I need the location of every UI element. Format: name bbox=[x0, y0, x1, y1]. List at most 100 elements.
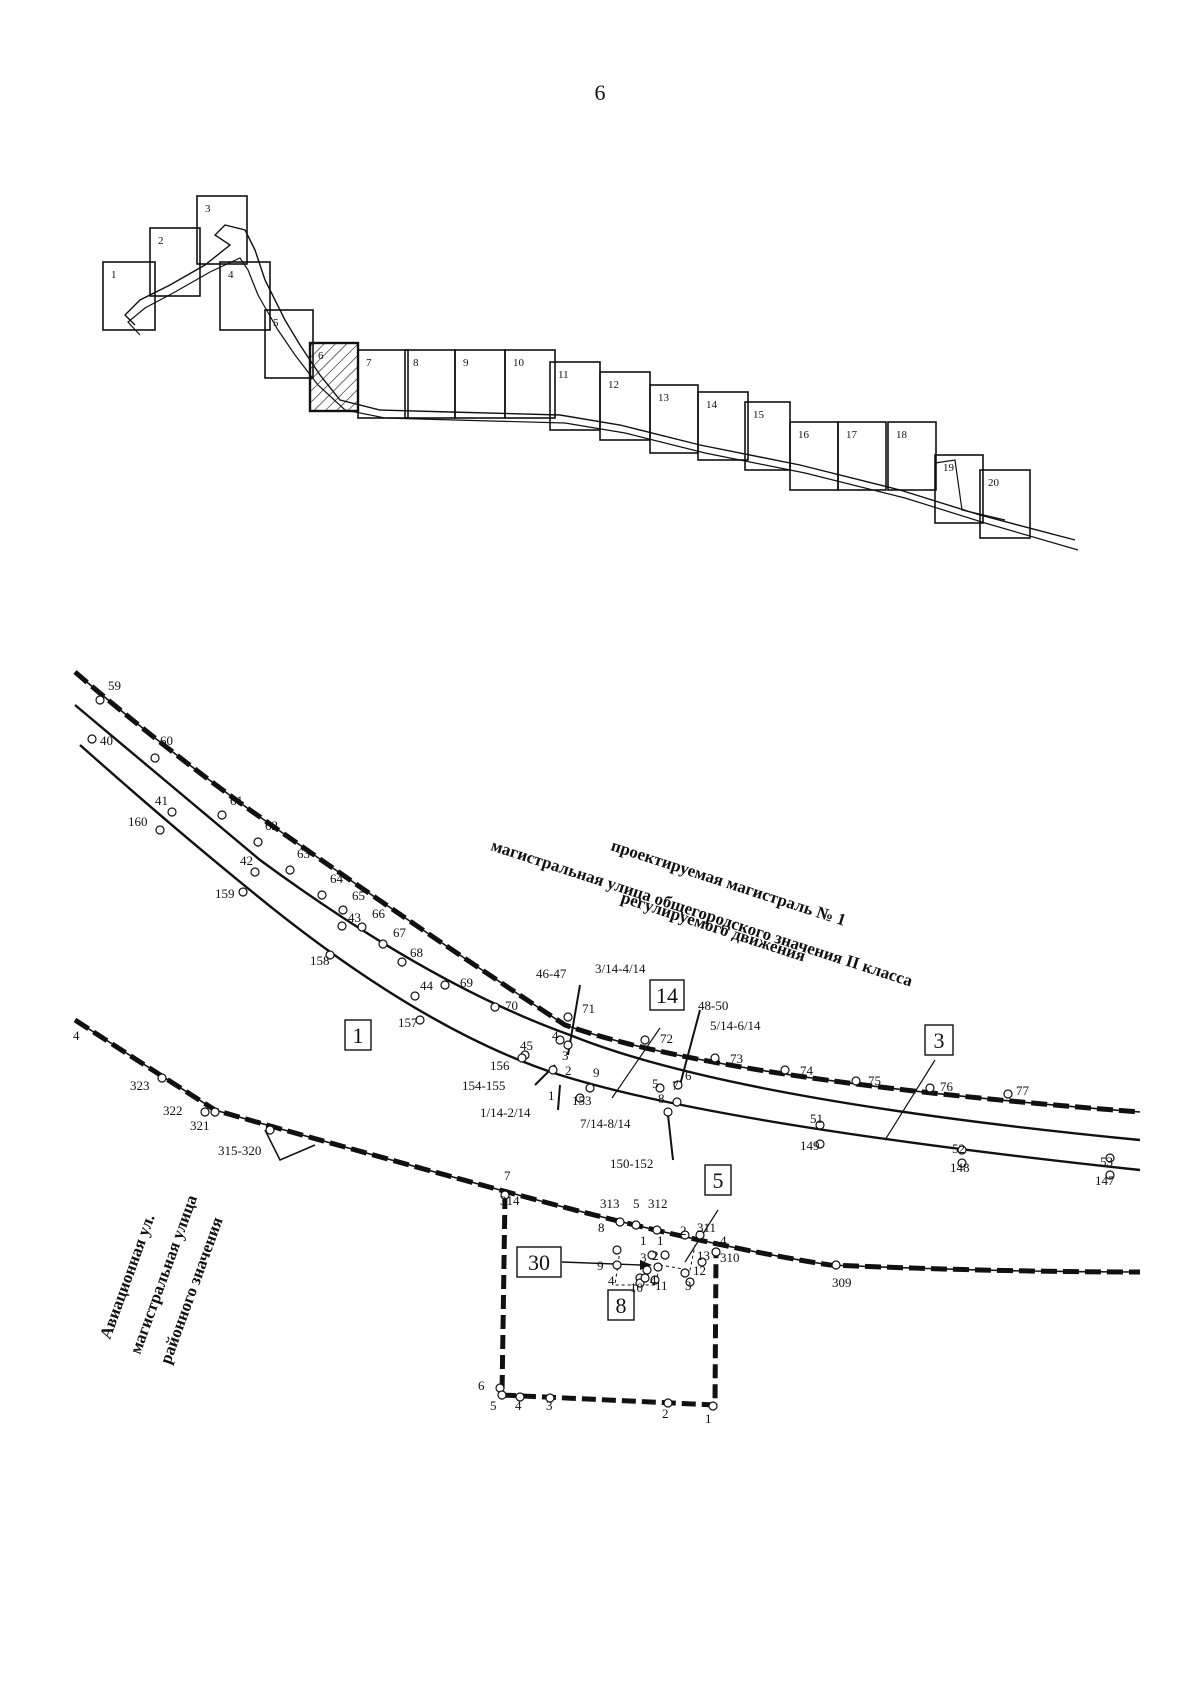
survey-points bbox=[87, 695, 1115, 1411]
point-label: 3 bbox=[640, 1250, 647, 1265]
point-label: 72 bbox=[660, 1031, 673, 1046]
point-label: 3 bbox=[685, 1278, 692, 1293]
survey-point bbox=[711, 1247, 721, 1257]
key-map-sheet-label: 18 bbox=[896, 429, 908, 441]
point-label: 62 bbox=[265, 818, 278, 833]
survey-point bbox=[337, 921, 347, 931]
key-map-sheet-label: 5 bbox=[273, 317, 279, 329]
survey-point bbox=[957, 1158, 967, 1168]
key-map-sheet-10 bbox=[504, 349, 556, 419]
road-line-c bbox=[79, 744, 1141, 1172]
survey-point bbox=[150, 753, 160, 763]
survey-point bbox=[680, 1230, 690, 1240]
survey-point bbox=[650, 1275, 660, 1285]
point-label: 313 bbox=[600, 1196, 620, 1211]
key-map-sheet-label: 3 bbox=[205, 203, 211, 215]
key-map-sheet-label: 12 bbox=[608, 379, 619, 391]
side-street-junction bbox=[264, 1129, 316, 1162]
point-label: 315-320 bbox=[218, 1143, 261, 1158]
point-label: 159 bbox=[215, 886, 235, 901]
survey-point bbox=[563, 1012, 573, 1022]
boxed-label: 3 bbox=[934, 1028, 945, 1053]
point-label: 147 bbox=[1095, 1173, 1115, 1188]
survey-point bbox=[250, 867, 260, 877]
point-label: 323 bbox=[130, 1078, 150, 1093]
point-label: 3 bbox=[562, 1048, 569, 1063]
point-label: 8 bbox=[598, 1220, 605, 1235]
survey-point bbox=[575, 1093, 585, 1103]
survey-point bbox=[1105, 1153, 1115, 1163]
point-label: 46-47 bbox=[536, 966, 567, 981]
point-label: 311 bbox=[697, 1220, 716, 1235]
survey-point bbox=[680, 1268, 690, 1278]
survey-point bbox=[695, 1230, 705, 1240]
point-label: 7 bbox=[672, 1078, 679, 1093]
survey-point bbox=[640, 1273, 650, 1283]
survey-point bbox=[157, 1073, 167, 1083]
point-label: 4 bbox=[608, 1273, 615, 1288]
key-map-sheet-label: 8 bbox=[413, 357, 419, 369]
key-map-sheet-18 bbox=[887, 421, 937, 491]
point-label: 43 bbox=[348, 910, 361, 925]
point-label: 4 bbox=[552, 1028, 559, 1043]
key-map-sheet-6 bbox=[308, 341, 360, 413]
label-3-arrow bbox=[884, 1059, 936, 1141]
survey-point bbox=[440, 980, 450, 990]
survey-point bbox=[640, 1035, 650, 1045]
survey-point bbox=[1003, 1089, 1013, 1099]
point-label: 41 bbox=[155, 793, 168, 808]
key-map-sheet-label: 7 bbox=[366, 357, 372, 369]
point-label: 67 bbox=[393, 925, 407, 940]
point-label: 61 bbox=[230, 793, 243, 808]
key-map-sheet-4 bbox=[219, 261, 271, 331]
boxed-label-frame bbox=[516, 1246, 562, 1278]
survey-point bbox=[545, 1393, 555, 1403]
point-label: 5 bbox=[633, 1196, 640, 1211]
survey-point bbox=[647, 1250, 657, 1260]
boxed-label: 8 bbox=[616, 1293, 627, 1318]
point-label: 4 bbox=[73, 1028, 80, 1043]
survey-point bbox=[555, 1035, 565, 1045]
point-label: 11 bbox=[655, 1278, 668, 1293]
point-label: 65 bbox=[352, 888, 365, 903]
point-label: 7 bbox=[504, 1168, 511, 1183]
boxed-label-frame bbox=[704, 1164, 732, 1196]
point-label: 66 bbox=[372, 906, 386, 921]
key-map-sheet-label: 11 bbox=[558, 369, 569, 381]
point-label: 314 bbox=[500, 1193, 520, 1208]
point-label: 44 bbox=[420, 978, 434, 993]
key-map-sheet-17 bbox=[837, 421, 887, 491]
survey-point bbox=[612, 1260, 622, 1270]
point-label: 1 bbox=[657, 1233, 664, 1248]
point-label: 6 bbox=[685, 1068, 692, 1083]
point-label: 60 bbox=[160, 733, 173, 748]
survey-point bbox=[831, 1260, 841, 1270]
point-label: 322 bbox=[163, 1103, 183, 1118]
boxed-label-frame bbox=[649, 979, 685, 1011]
point-label: 42 bbox=[240, 853, 253, 868]
point-label: 68 bbox=[410, 945, 423, 960]
point-label: 71 bbox=[582, 1001, 595, 1016]
point-label: 310 bbox=[720, 1250, 740, 1265]
point-label: 4 bbox=[720, 1233, 727, 1248]
road-line-a bbox=[74, 671, 1141, 1113]
survey-point bbox=[631, 1220, 641, 1230]
point-label: 69 bbox=[460, 975, 473, 990]
key-map-sheet-label: 15 bbox=[753, 409, 765, 421]
survey-point bbox=[217, 810, 227, 820]
point-label: 157 bbox=[398, 1015, 418, 1030]
survey-point bbox=[957, 1145, 967, 1155]
point-label: 1 bbox=[705, 1411, 712, 1426]
survey-point bbox=[851, 1076, 861, 1086]
survey-point bbox=[95, 695, 105, 705]
survey-point bbox=[285, 865, 295, 875]
point-label: 5 bbox=[490, 1398, 497, 1413]
survey-point bbox=[660, 1250, 670, 1260]
point-label: 13 bbox=[697, 1248, 710, 1263]
survey-point bbox=[338, 905, 348, 915]
boxed-label-frame bbox=[344, 1019, 372, 1051]
point-label: 63 bbox=[297, 846, 310, 861]
survey-point bbox=[653, 1262, 663, 1272]
